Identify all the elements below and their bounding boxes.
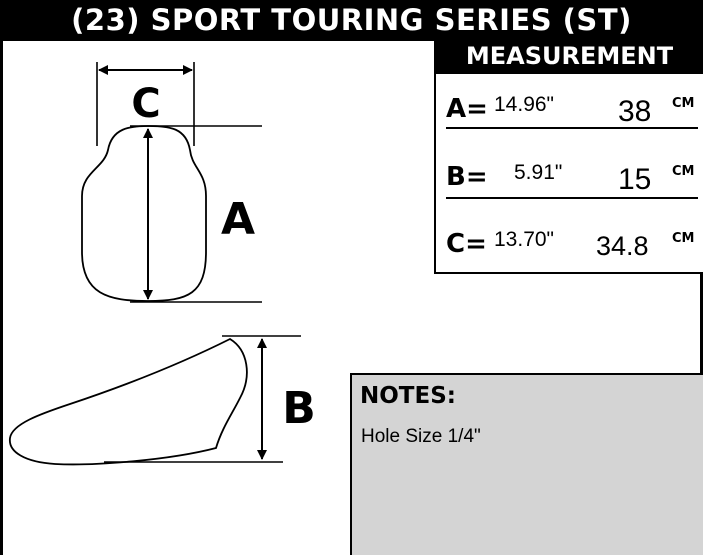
measurement-row-a: A= 14.96" 38 CM [446,90,696,130]
measurement-unit-a: CM [672,96,695,111]
measurement-label-b: B= [446,162,488,192]
label-a: A [221,194,255,245]
label-c: C [131,81,160,127]
notes-text: Hole Size 1/4" [361,426,481,447]
measurement-inches-b: 5.91" [514,161,563,184]
frame-right-border [700,41,703,555]
measurement-divider [446,197,698,199]
measurement-inches-c: 13.70" [494,228,555,251]
measurement-row-c: C= 13.70" 34.8 CM [446,225,696,265]
measurement-label-a: A= [446,94,488,124]
measurement-cm-a: 38 [618,95,652,128]
notes-title: NOTES: [360,383,456,409]
notes-panel: NOTES: Hole Size 1/4" [350,373,703,555]
label-b: B [282,383,316,434]
measurement-unit-c: CM [672,231,695,246]
measurement-inches-a: 14.96" [494,93,555,116]
measurement-label-c: C= [446,229,487,259]
measurement-cm-b: 15 [618,163,652,196]
measurement-divider [446,127,698,129]
frame-left-border [0,41,3,555]
measurement-header: MEASUREMENT [436,41,703,74]
measurement-cm-c: 34.8 [596,231,649,261]
page-title: (23) SPORT TOURING SERIES (ST) [0,0,703,41]
measurement-row-b: B= 5.91" 15 CM [446,158,696,198]
measurement-unit-b: CM [672,164,695,179]
windshield-front-outline [81,125,207,302]
measurement-panel: MEASUREMENT A= 14.96" 38 CM B= 5.91" 15 … [434,41,703,274]
windshield-side-outline [9,337,248,466]
